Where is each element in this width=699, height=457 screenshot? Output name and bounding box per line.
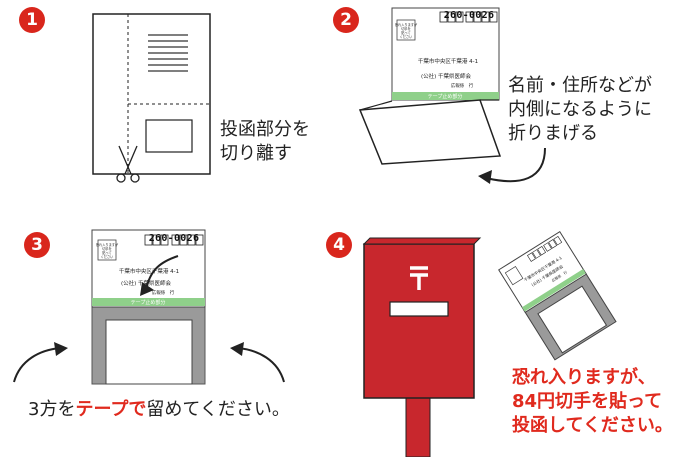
s2-postal-code-label: 260-0026	[443, 10, 495, 21]
step3-caption-prefix: 3方を	[28, 399, 76, 420]
step-2-badge: 2	[333, 7, 359, 33]
s3-tape-label: テープ止め部分	[131, 299, 166, 306]
step3-card	[91, 229, 206, 385]
step2-caption-line1: 名前・住所などが	[508, 75, 652, 96]
s3-stamp-text-4: ください	[101, 254, 114, 259]
s3-stamp-text-3: 貼って	[102, 250, 111, 255]
step4-caption-line3: 投函してください。	[512, 415, 673, 436]
step2-card	[391, 7, 500, 101]
scissors-icon	[116, 145, 140, 183]
step2-fold-flap	[358, 99, 502, 165]
step4-caption-line1: 恐れ入りますが、	[512, 367, 656, 388]
s3-dept: 広報係 行	[152, 289, 175, 296]
s2-address: 千葉市中央区千葉港 4-1	[418, 57, 478, 65]
fold-arrow-icon	[485, 147, 546, 183]
s2-dept: 広報係 行	[451, 82, 474, 89]
step-3-badge: 3	[24, 232, 50, 258]
s2-stamp-text-3: 貼って	[401, 30, 410, 35]
s3-org: (公社) 千葉県医師会	[121, 279, 172, 287]
left-arrow-icon	[13, 347, 61, 383]
step-1-badge: 1	[19, 7, 45, 33]
s3-postal-code-label: 260-0026	[148, 233, 200, 244]
s3-address: 千葉市中央区千葉港 4-1	[119, 267, 179, 275]
step4-tilted-card	[498, 231, 617, 361]
s3-stamp-text-1: 恐れ入りますが	[96, 242, 119, 247]
s3-stamp-text-2: 切手を	[102, 246, 112, 251]
step1-sheet	[92, 13, 211, 175]
step4-caption-line2: 84円切手を貼って	[512, 391, 663, 412]
step3-caption-highlight: テープで	[75, 399, 147, 420]
step2-caption-line3: 折りまげる	[508, 123, 598, 144]
s2-stamp-text-1: 恐れ入りますが	[395, 22, 418, 27]
s2-stamp-text-4: ください	[400, 34, 413, 39]
step3-caption: 3方をテープで留めてください。	[28, 398, 290, 422]
s2-stamp-text-2: 切手を	[401, 26, 411, 31]
step3-inner-arrow-icon	[145, 255, 179, 291]
step1-caption-line1: 投函部分を	[220, 119, 310, 140]
step3-caption-suffix: 留めてください。	[146, 399, 290, 420]
postbox-icon	[362, 237, 482, 457]
s2-tape-label: テープ止め部分	[428, 93, 463, 100]
step2-caption-line2: 内側になるように	[508, 99, 652, 120]
right-arrow-icon	[237, 347, 285, 383]
step-4-badge: 4	[326, 232, 352, 258]
s2-org: (公社) 千葉県医師会	[421, 72, 472, 80]
step1-caption-line2: 切り離す	[220, 143, 292, 164]
